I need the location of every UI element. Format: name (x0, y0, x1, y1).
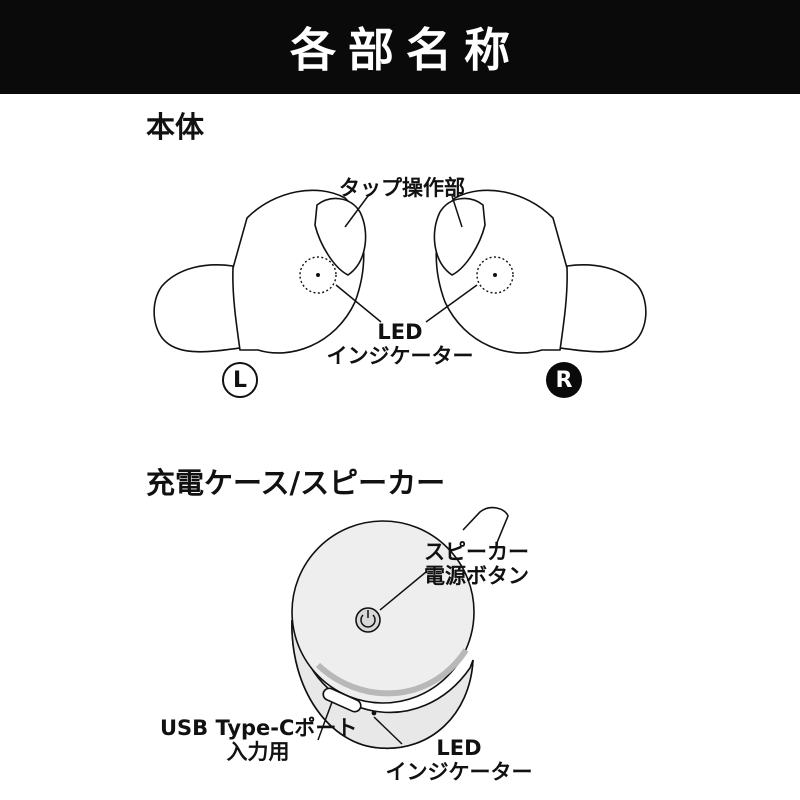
case-strap-loop (462, 506, 509, 546)
case-led-label: LED インジケーター (384, 736, 534, 784)
charging-case (291, 506, 509, 750)
earbud-led-label: LED インジケーター (322, 320, 478, 368)
usb-port-label: USB Type-Cポート 入力用 (160, 716, 358, 764)
left-ear-tip (153, 264, 241, 353)
case-bottom-shade (291, 619, 474, 750)
left-led-indicator-ring (299, 256, 337, 294)
left-earbud (153, 189, 367, 354)
case-led-label-line1: LED (436, 736, 482, 760)
case-fabric-shading (315, 648, 469, 697)
case-led-indicator (371, 710, 377, 716)
earbuds-section-title: 本体 (146, 110, 205, 144)
power-button-label-line1: スピーカー (424, 540, 529, 564)
power-button-label: スピーカー 電源ボタン (424, 540, 529, 588)
case-fabric-top (291, 520, 475, 704)
right-earbud (433, 189, 647, 354)
tap-area-label-text: タップ操作部 (339, 176, 465, 200)
usb-port-label-line2: 入力用 (226, 740, 290, 764)
tap-area-label: タップ操作部 (339, 176, 465, 200)
case-section-title: 充電ケース/スピーカー (146, 466, 446, 500)
earbud-led-label-line2: インジケーター (326, 344, 474, 368)
power-icon (360, 614, 376, 628)
power-button (355, 607, 381, 633)
right-ear-tip (559, 264, 647, 353)
title-banner: 各部名称 (0, 0, 800, 94)
earbud-leader-lines (335, 195, 478, 323)
case-led-label-line2: インジケーター (385, 760, 533, 784)
left-tap-area (314, 197, 367, 276)
right-led-dot (493, 273, 497, 277)
right-tap-area (433, 197, 486, 276)
usb-port-label-line1: USB Type-Cポート (160, 716, 358, 740)
earbud-led-label-line1: LED (377, 320, 423, 344)
page-title: 各部名称 (290, 23, 522, 77)
left-led-dot (316, 273, 320, 277)
usb-c-port (322, 687, 362, 713)
power-button-label-line2: 電源ボタン (424, 564, 529, 588)
case-leader-lines (317, 571, 427, 745)
left-earbud-badge: L (222, 362, 258, 398)
right-earbud-badge: R (546, 362, 582, 398)
right-led-indicator-ring (476, 256, 514, 294)
